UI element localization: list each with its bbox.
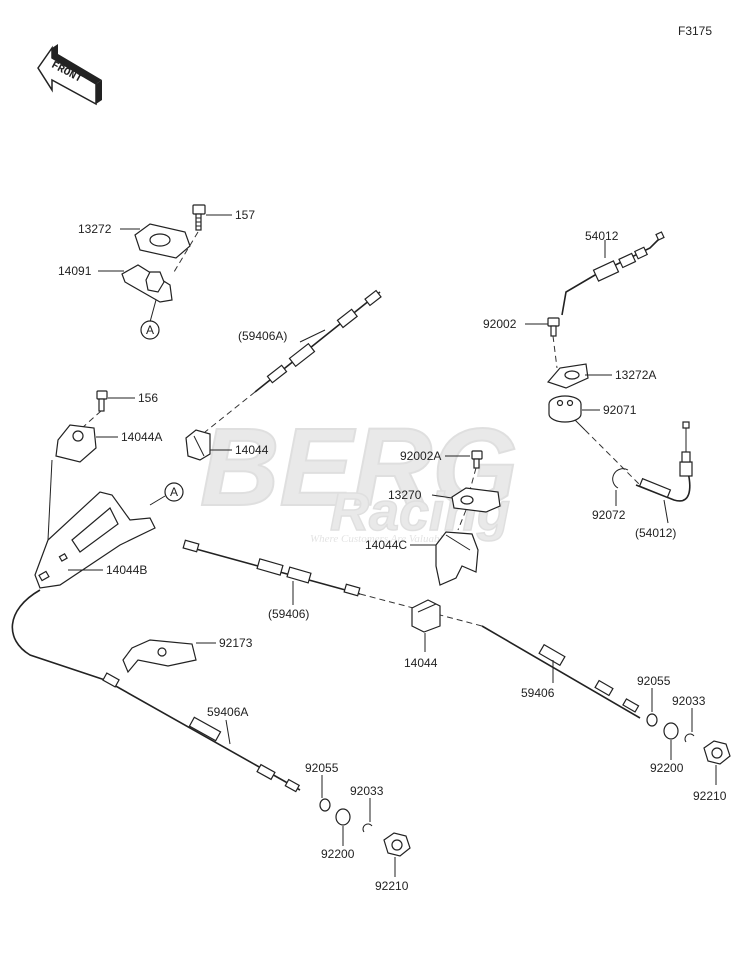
mount-bracket-group: 157 13272 14091 A bbox=[58, 204, 255, 340]
label-14044A: 14044A bbox=[121, 430, 162, 444]
reference-marker-a-top-text: A bbox=[146, 323, 154, 337]
label-92002A: 92002A bbox=[400, 449, 441, 463]
label-13272A: 13272A bbox=[615, 368, 656, 382]
label-92200-right: 92200 bbox=[650, 761, 684, 775]
washer-92200-right-icon bbox=[663, 722, 679, 740]
right-fasteners: 92055 92033 92200 92210 bbox=[637, 674, 731, 803]
clip-92033-left-icon bbox=[362, 823, 373, 833]
bracket-14044C-icon bbox=[435, 531, 479, 586]
bolt-92002A-icon bbox=[471, 450, 483, 469]
label-92072: 92072 bbox=[592, 508, 626, 522]
label-92033-left: 92033 bbox=[350, 784, 384, 798]
watermark: BERG Racing Where Customers Are Valuable bbox=[199, 405, 519, 545]
clamp-14044A-icon bbox=[55, 424, 97, 463]
bolt-92002-icon bbox=[547, 317, 560, 337]
label-59406: 59406 bbox=[521, 686, 555, 700]
label-92002: 92002 bbox=[483, 317, 517, 331]
o-ring-92055-left-icon bbox=[319, 798, 331, 812]
mid-bracket-group: 92002A 13270 14044C bbox=[365, 449, 501, 586]
label-54012-paren: (54012) bbox=[635, 526, 676, 540]
label-92071: 92071 bbox=[603, 403, 637, 417]
bracket-92173-icon bbox=[122, 639, 197, 674]
reference-marker-a-top bbox=[140, 320, 160, 340]
label-13272: 13272 bbox=[78, 222, 112, 236]
label-92200-left: 92200 bbox=[321, 847, 355, 861]
watermark-line1: BERG bbox=[200, 406, 518, 529]
cable-59406A-lower: 59406A bbox=[11, 589, 301, 793]
clip-92072-icon bbox=[612, 468, 629, 489]
reference-marker-a-mid-text: A bbox=[170, 485, 178, 499]
gasket-13270-icon bbox=[451, 487, 501, 513]
label-92033-right: 92033 bbox=[672, 694, 706, 708]
label-14044B: 14044B bbox=[106, 563, 147, 577]
cable-59406A-upper: (59406A) bbox=[204, 289, 382, 433]
cable-59406-mid: (59406) bbox=[182, 539, 483, 627]
boot-92071-icon bbox=[548, 395, 582, 423]
figure-code: F3175 bbox=[678, 24, 712, 38]
label-92210-right: 92210 bbox=[693, 789, 727, 803]
bolt-157-icon bbox=[192, 204, 206, 231]
label-14044-mid: 14044 bbox=[404, 656, 438, 670]
label-157: 157 bbox=[235, 208, 255, 222]
label-92055-right: 92055 bbox=[637, 674, 671, 688]
label-14091: 14091 bbox=[58, 264, 92, 278]
label-54012: 54012 bbox=[585, 229, 619, 243]
watermark-tagline: Where Customers Are Valuable bbox=[310, 533, 447, 545]
label-92210-left: 92210 bbox=[375, 879, 409, 893]
label-59406-paren: (59406) bbox=[268, 607, 309, 621]
label-92055-left: 92055 bbox=[305, 761, 339, 775]
label-59406A-paren: (59406A) bbox=[238, 329, 287, 343]
left-fasteners: 92055 92033 92200 92210 bbox=[305, 761, 411, 893]
front-arrow-icon: FRONT bbox=[37, 44, 102, 106]
reference-marker-a-mid bbox=[164, 482, 184, 502]
washer-92200-left-icon bbox=[335, 808, 351, 826]
label-92173: 92173 bbox=[219, 636, 253, 650]
clamp-14044-mid-icon bbox=[411, 599, 441, 633]
bolt-156-icon bbox=[96, 390, 108, 412]
right-cable-group: 54012 92002 13272A 92071 bbox=[483, 229, 693, 540]
o-ring-92055-right-icon bbox=[646, 713, 658, 727]
clip-92033-right-icon bbox=[684, 733, 695, 743]
cable-54012-icon bbox=[561, 237, 661, 316]
label-14044-top: 14044 bbox=[235, 443, 269, 457]
label-13270: 13270 bbox=[388, 488, 422, 502]
nut-92210-right-icon bbox=[703, 740, 731, 765]
cable-59406-right: 59406 bbox=[481, 625, 641, 719]
label-59406A: 59406A bbox=[207, 705, 248, 719]
label-156: 156 bbox=[138, 391, 158, 405]
nut-92210-left-icon bbox=[383, 832, 411, 857]
left-bracket-assembly: 156 14044A 14044 A 14044B bbox=[34, 390, 269, 589]
label-14044C: 14044C bbox=[365, 538, 407, 552]
